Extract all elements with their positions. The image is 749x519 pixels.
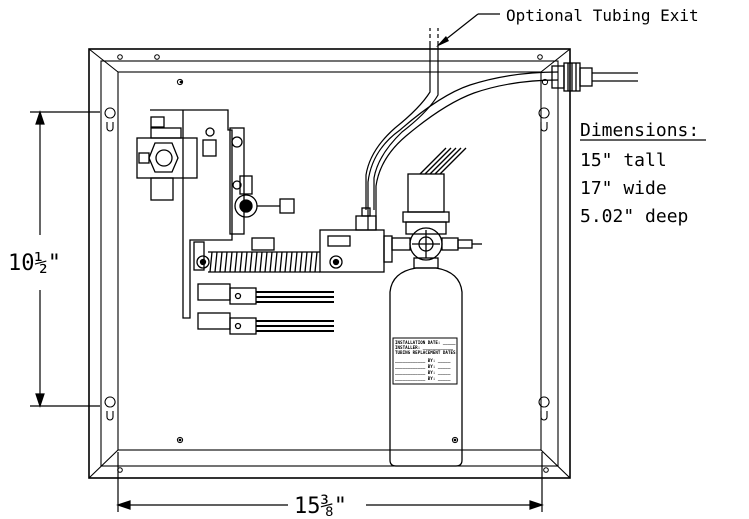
- tubing-exit-arrowhead: [436, 36, 449, 47]
- cylinder-label-line: TUBING REPLACEMENT DATES:: [395, 350, 458, 355]
- cylinder-label-line: ____________ BY: _____: [395, 376, 451, 381]
- tubing: [365, 28, 559, 230]
- cylinder-label-line: INSTALLER: ____________: [395, 345, 453, 350]
- dimension-height: 15" tall: [580, 150, 667, 171]
- bulkhead-fitting: [551, 62, 638, 92]
- keyhole-slots: [104, 107, 550, 421]
- tubing-exit-callout: Optional Tubing Exit: [506, 6, 699, 25]
- cylinder-label-line: INSTALLATION DATE: _____: [395, 340, 456, 345]
- dimensions-heading: Dimensions:: [580, 120, 699, 141]
- enclosure-frame: [88, 48, 571, 479]
- dimension-width: 17" wide: [580, 178, 667, 199]
- switch-leads: [256, 291, 334, 332]
- cylinder-label-line: ____________ BY: _____: [395, 364, 451, 369]
- cylinder-label-line: ____________ BY: _____: [395, 370, 451, 375]
- dimension-depth: 5.02" deep: [580, 206, 688, 227]
- frame-screws: [117, 54, 549, 473]
- spring-coils: [209, 251, 318, 273]
- cylinder-label-line: ____________ BY: _____: [395, 358, 451, 363]
- extinguisher-cylinder: [389, 147, 482, 467]
- vertical-dimension-label: 10½": [8, 251, 61, 276]
- tubing-exit-leader: [439, 13, 500, 45]
- horizontal-dimension-line: [116, 452, 544, 512]
- valve-mechanism: [136, 109, 393, 335]
- horizontal-dimension-label: 15⅜": [294, 494, 347, 519]
- vertical-dimension-line: [30, 110, 100, 408]
